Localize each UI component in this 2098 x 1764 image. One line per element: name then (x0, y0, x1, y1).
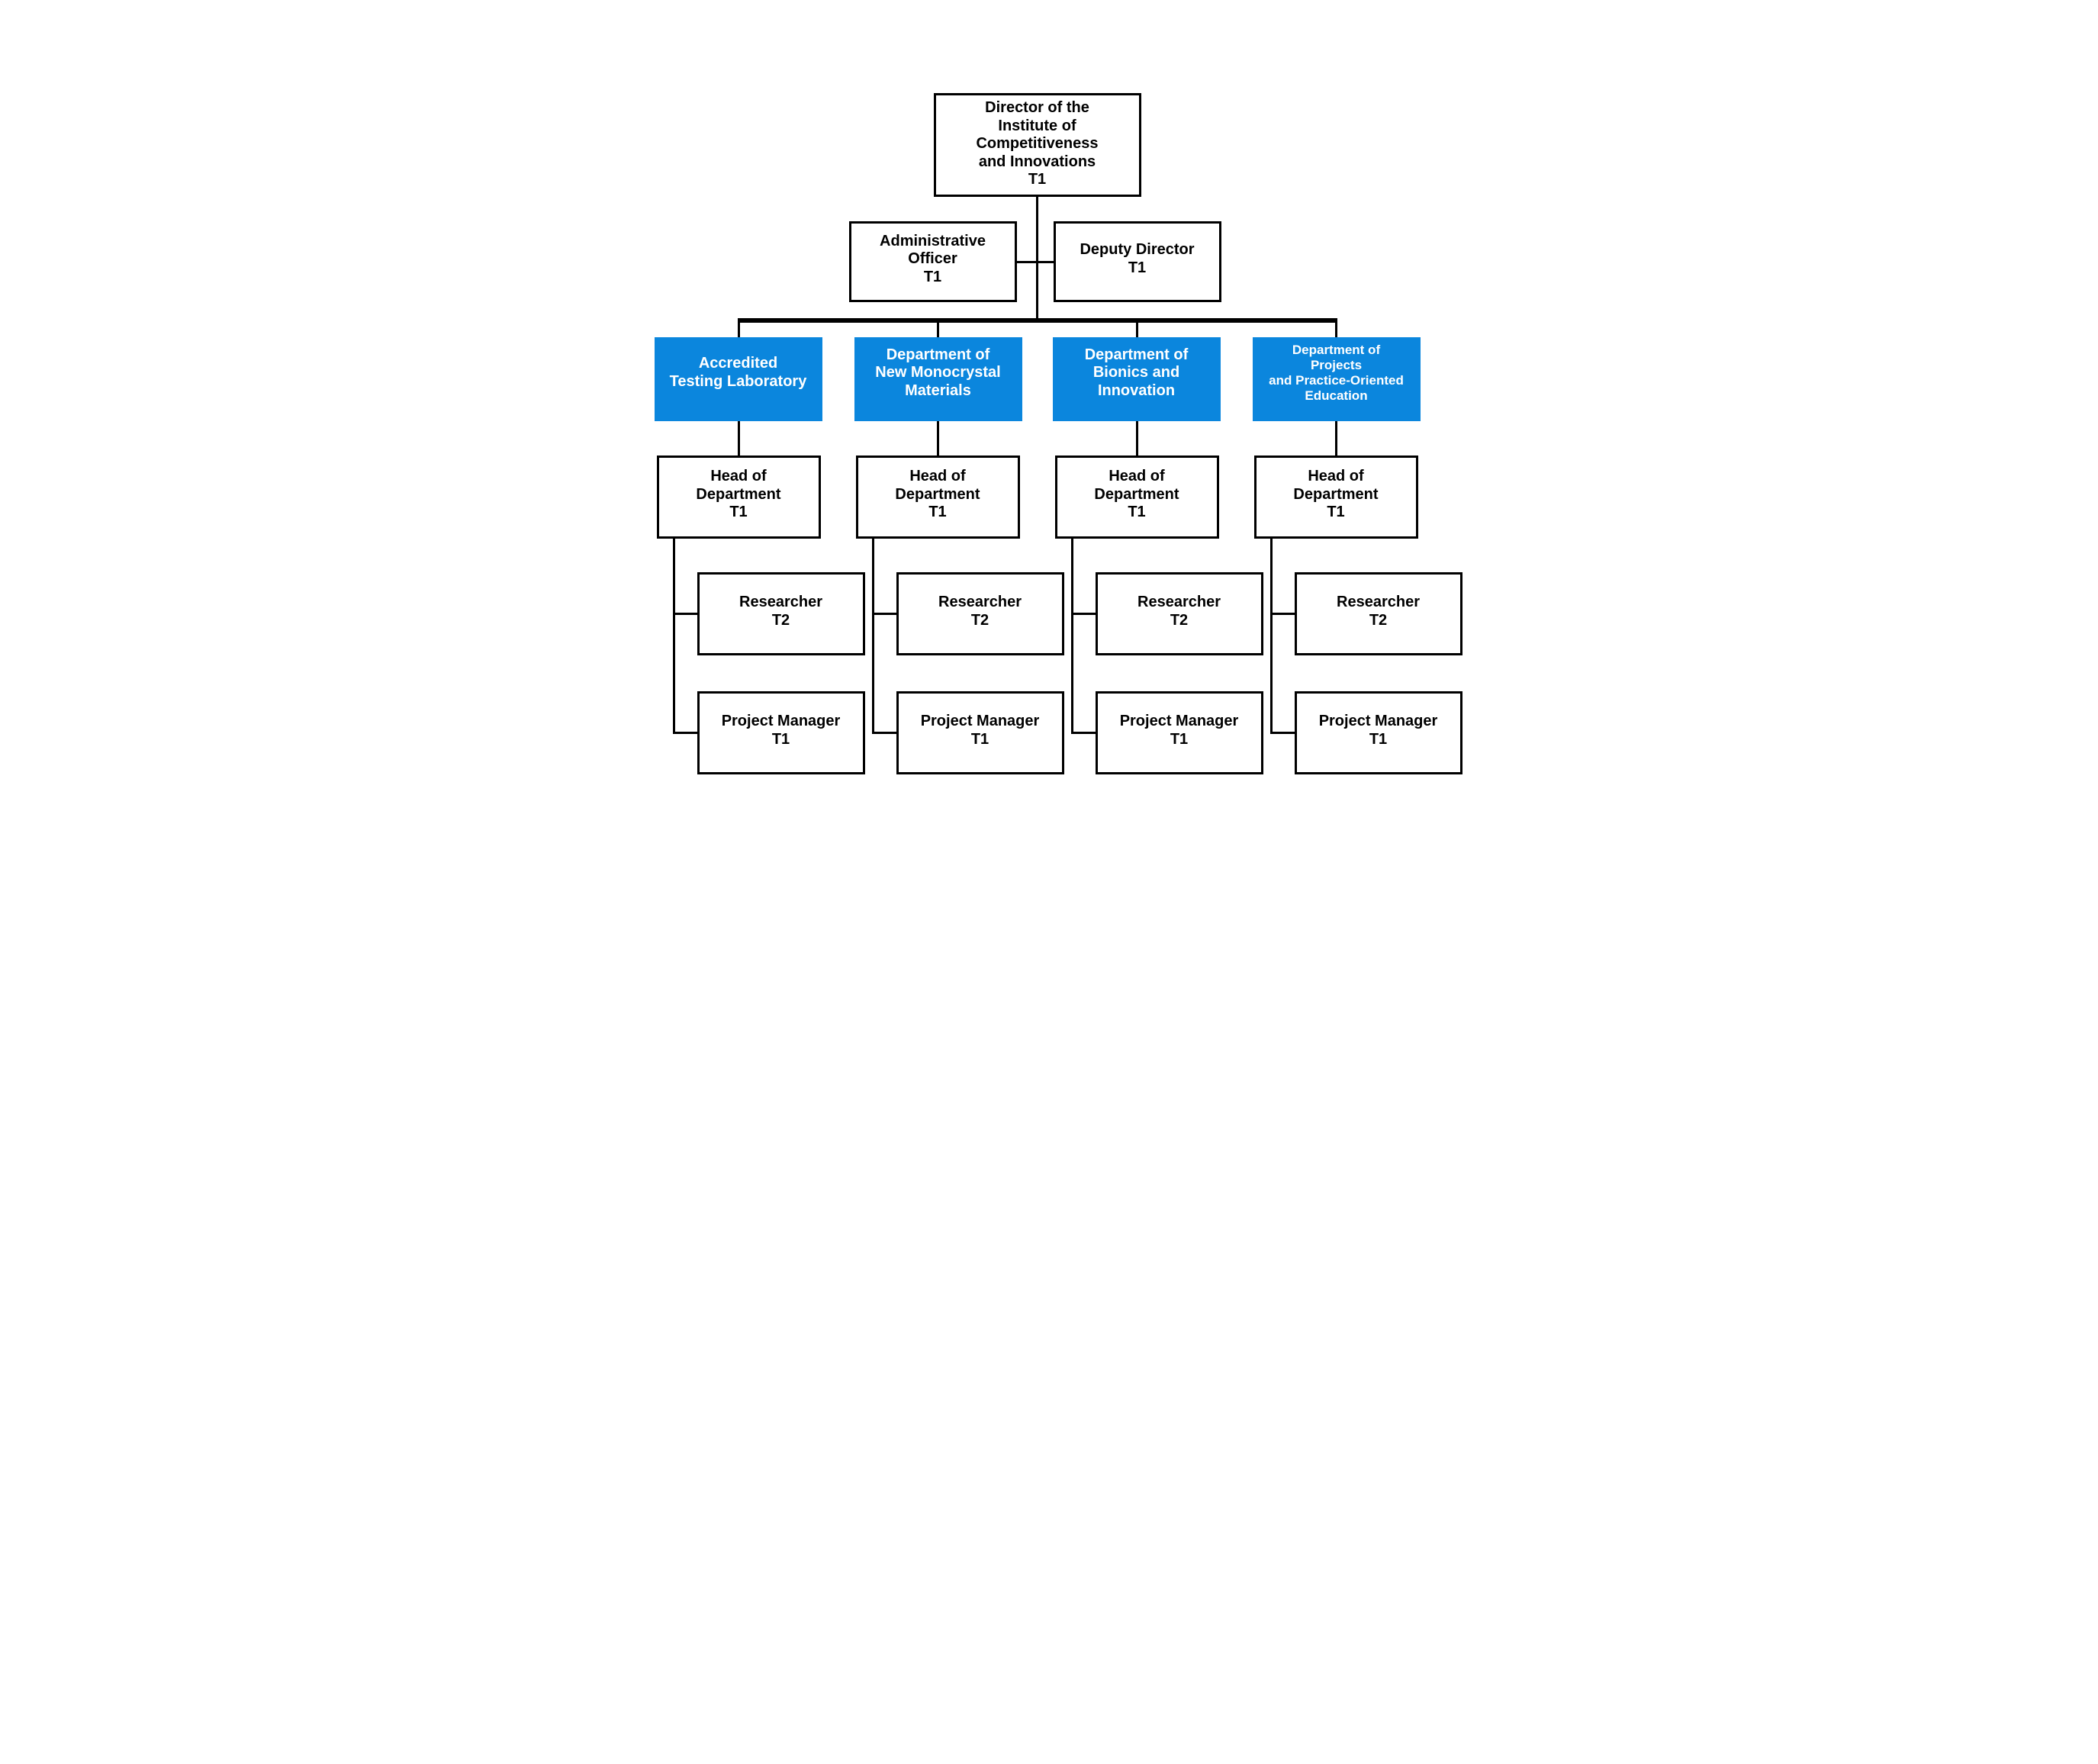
connector-column-line-2 (871, 539, 874, 734)
node-department-bionics-and-innovation: Department of Bionics and Innovation (1052, 337, 1221, 421)
label-line: Project Manager (1119, 712, 1239, 729)
connector-column-line-4 (1269, 539, 1273, 734)
node-project-manager-2: Project Manager T1 (896, 691, 1064, 774)
label-line: Officer (908, 250, 957, 268)
connector-column-line-3 (1070, 539, 1073, 734)
connector-bus-drop-1 (737, 322, 740, 337)
label-line: Researcher (938, 593, 1022, 610)
label-line: T1 (1028, 171, 1047, 188)
label-line: Department (696, 485, 781, 503)
node-deputy-director: Deputy Director T1 (1053, 221, 1221, 302)
label-line: and Innovations (978, 153, 1096, 170)
node-department-accredited-testing-laboratory: Accredited Testing Laboratory (654, 337, 822, 421)
label-line: T1 (928, 504, 947, 521)
label-line: Department of (1084, 346, 1189, 363)
label-line: Projects (1310, 357, 1363, 372)
node-head-of-department-3: Head of Department T1 (1054, 455, 1219, 539)
connector-column-line-1 (672, 539, 675, 734)
label-line: Project Manager (721, 712, 841, 729)
node-researcher-4: Researcher T2 (1294, 572, 1462, 655)
label-line: Head of (710, 468, 767, 485)
connector-bus (737, 318, 1337, 323)
label-line: Head of (909, 468, 966, 485)
connector-bus-drop-4 (1334, 322, 1337, 337)
node-head-of-department-2: Head of Department T1 (855, 455, 1020, 539)
label-line: T2 (771, 611, 790, 629)
label-line: Project Manager (920, 712, 1040, 729)
label-line: Education (1305, 388, 1368, 404)
label-line: Department (895, 485, 980, 503)
connector-dept-head-3 (1135, 421, 1138, 455)
label-line: T1 (1128, 504, 1146, 521)
connector-researcher-stub-4 (1269, 613, 1295, 615)
label-line: Bionics and (1092, 364, 1180, 381)
label-line: T1 (771, 730, 790, 748)
node-department-projects-practice-oriented-education: Department of Projects and Practice-Orie… (1252, 337, 1421, 421)
label-line: Head of (1109, 468, 1165, 485)
label-line: Researcher (1137, 593, 1221, 610)
connector-project-manager-stub-4 (1269, 732, 1295, 734)
label-line: Innovation (1097, 381, 1176, 399)
label-line: T1 (1128, 259, 1147, 276)
label-line: Director of the (985, 99, 1089, 117)
connector-project-manager-stub-3 (1070, 732, 1096, 734)
node-researcher-3: Researcher T2 (1095, 572, 1263, 655)
label-line: Department (1293, 485, 1379, 503)
label-line: Department (1094, 485, 1179, 503)
connector-admin-deputy (1016, 261, 1054, 263)
node-head-of-department-4: Head of Department T1 (1253, 455, 1418, 539)
node-director: Director of the Institute of Competitive… (933, 93, 1141, 197)
label-line: Competitiveness (976, 135, 1099, 153)
connector-bus-drop-2 (936, 322, 939, 337)
label-line: Accredited (698, 355, 778, 372)
label-line: T2 (970, 611, 989, 629)
label-line: Project Manager (1318, 712, 1438, 729)
node-researcher-1: Researcher T2 (697, 572, 865, 655)
connector-researcher-stub-3 (1070, 613, 1096, 615)
org-chart: Director of the Institute of Competitive… (524, 0, 1574, 882)
connector-project-manager-stub-1 (672, 732, 697, 734)
label-line: Researcher (1337, 593, 1420, 610)
label-line: Department of (1292, 342, 1381, 357)
label-line: Materials (905, 381, 971, 399)
connector-director-down (1035, 197, 1038, 321)
node-researcher-2: Researcher T2 (896, 572, 1064, 655)
node-project-manager-3: Project Manager T1 (1095, 691, 1263, 774)
label-line: Institute of (998, 117, 1076, 134)
connector-bus-drop-3 (1135, 322, 1138, 337)
connector-dept-head-2 (936, 421, 939, 455)
connector-researcher-stub-2 (871, 613, 896, 615)
label-line: Deputy Director (1080, 241, 1195, 259)
label-line: Researcher (739, 593, 822, 610)
label-line: T1 (1327, 504, 1345, 521)
label-line: T2 (1170, 611, 1189, 629)
connector-dept-head-4 (1334, 421, 1337, 455)
node-administrative-officer: Administrative Officer T1 (848, 221, 1017, 302)
label-line: T1 (729, 504, 748, 521)
node-project-manager-4: Project Manager T1 (1294, 691, 1462, 774)
label-line: Head of (1308, 468, 1364, 485)
node-head-of-department-1: Head of Department T1 (656, 455, 821, 539)
label-line: T1 (1170, 730, 1189, 748)
label-line: Testing Laboratory (669, 373, 807, 390)
label-line: T2 (1369, 611, 1388, 629)
node-department-new-monocrystal-materials: Department of New Monocrystal Materials (854, 337, 1022, 421)
label-line: T1 (1369, 730, 1388, 748)
label-line: Department of (886, 346, 990, 363)
label-line: Administrative (880, 232, 986, 249)
label-line: New Monocrystal (875, 364, 1001, 381)
label-line: T1 (970, 730, 989, 748)
label-line: and Practice-Oriented (1269, 373, 1404, 388)
connector-dept-head-1 (737, 421, 740, 455)
connector-project-manager-stub-2 (871, 732, 896, 734)
node-project-manager-1: Project Manager T1 (697, 691, 865, 774)
label-line: T1 (923, 268, 942, 285)
connector-researcher-stub-1 (672, 613, 697, 615)
